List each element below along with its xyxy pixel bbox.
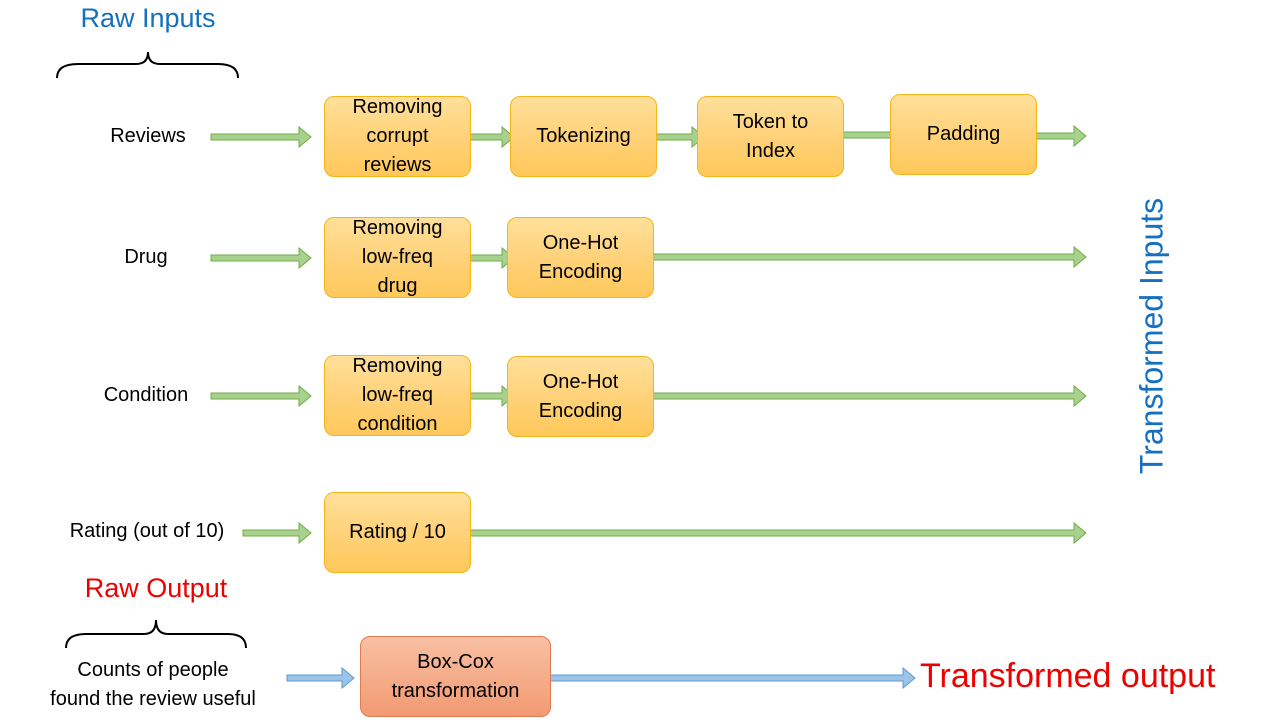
reviews-label: Reviews — [110, 125, 186, 147]
reviews-arrow-1 — [463, 125, 515, 149]
raw-output-title: Raw Output — [84, 573, 228, 603]
step-text: Removing corrupt reviews — [352, 96, 443, 176]
rating-divide-box: Rating / 10 — [324, 492, 471, 573]
step-text: Removing low-freq condition — [352, 355, 443, 435]
step-text: One-Hot Encoding — [538, 370, 623, 422]
box-cox-box: Box-Cox transformation — [360, 636, 551, 717]
reviews-input-arrow — [210, 125, 312, 149]
condition-onehot-box: One-Hot Encoding — [507, 356, 654, 437]
raw-inputs-title: Raw Inputs — [80, 3, 216, 33]
remove-lowfreq-drug-box: Removing low-freq drug — [324, 217, 471, 298]
output-arrow — [547, 666, 916, 690]
drug-onehot-box: One-Hot Encoding — [507, 217, 654, 298]
raw-inputs-brace — [56, 51, 239, 79]
step-text: Tokenizing — [536, 125, 631, 147]
remove-lowfreq-condition-box: Removing low-freq condition — [324, 355, 471, 436]
output-label: Counts of people found the review useful — [50, 659, 256, 710]
output-input-arrow — [286, 666, 355, 690]
step-text: Token to Index — [732, 110, 809, 162]
drug-input-arrow — [210, 246, 312, 270]
step-text: Padding — [926, 123, 1001, 145]
transformed-inputs-title: Transformed Inputs — [1133, 197, 1170, 475]
step-text: Removing low-freq drug — [352, 217, 443, 297]
rating-label: Rating (out of 10) — [69, 520, 225, 542]
drug-output-arrow — [648, 245, 1087, 269]
rating-output-arrow — [463, 521, 1087, 545]
token-to-index-box: Token to Index — [697, 96, 844, 177]
step-text: Rating / 10 — [349, 521, 446, 543]
raw-output-brace — [65, 619, 247, 649]
tokenizing-box: Tokenizing — [510, 96, 657, 177]
padding-box: Padding — [890, 94, 1037, 175]
transformed-output-title: Transformed output — [920, 657, 1216, 695]
condition-output-arrow — [646, 384, 1087, 408]
drug-label: Drug — [124, 246, 168, 268]
step-text: Box-Cox transformation — [391, 650, 520, 702]
step-text: One-Hot Encoding — [538, 231, 623, 283]
rating-input-arrow — [242, 521, 312, 545]
condition-input-arrow — [210, 384, 312, 408]
condition-label: Condition — [103, 384, 189, 406]
remove-corrupt-reviews-box: Removing corrupt reviews — [324, 96, 471, 177]
